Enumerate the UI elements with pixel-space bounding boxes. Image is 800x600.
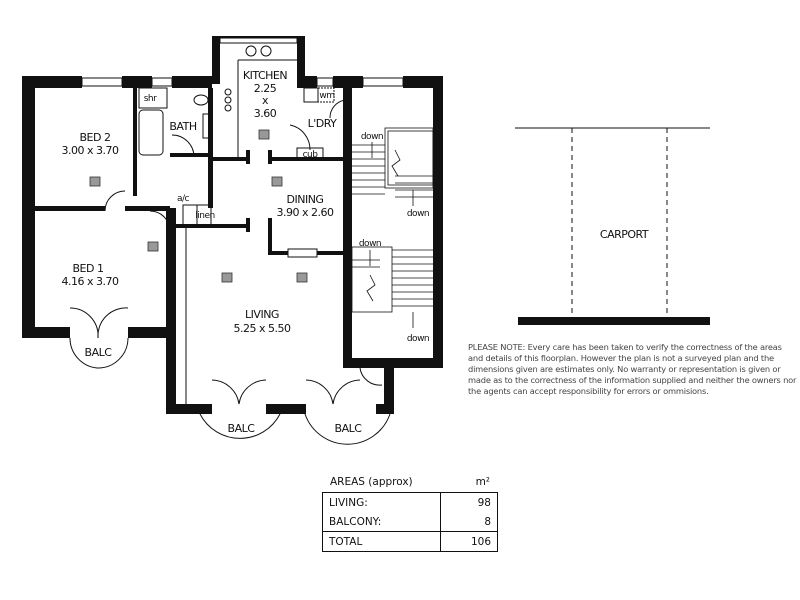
row-label: LIVING: bbox=[323, 493, 441, 512]
carport: CARPORT bbox=[515, 127, 710, 325]
areas-title: AREAS (approx) bbox=[330, 476, 413, 488]
kitchen-h: 3.60 bbox=[254, 107, 277, 120]
bed2-dims: 3.00 x 3.70 bbox=[62, 144, 119, 157]
areas-unit: m² bbox=[475, 476, 490, 488]
ac-label: a/c bbox=[177, 194, 190, 204]
row-label: BALCONY: bbox=[323, 512, 441, 531]
bath-label: BATH bbox=[169, 120, 196, 133]
balc-label-2: BALC bbox=[228, 422, 256, 435]
balc-label-1: BALC bbox=[85, 346, 113, 359]
linen-label: linen bbox=[195, 211, 214, 221]
bed2-label: BED 2 bbox=[80, 131, 111, 144]
dining-label: DINING bbox=[287, 193, 324, 206]
bed1-label: BED 1 bbox=[73, 262, 104, 275]
row-value: 8 bbox=[484, 515, 491, 528]
table-row: BALCONY: 8 bbox=[323, 512, 497, 531]
balc-label-3: BALC bbox=[335, 422, 363, 435]
dining-dims: 3.90 x 2.60 bbox=[277, 206, 334, 219]
areas-table: AREAS (approx) m² LIVING: 98 BALCONY: 8 … bbox=[322, 476, 498, 552]
table-row-total: TOTAL 106 bbox=[323, 531, 497, 551]
row-value: 98 bbox=[477, 496, 491, 509]
fixtures bbox=[69, 37, 434, 445]
carport-label: CARPORT bbox=[600, 228, 649, 241]
disclaimer-note: PLEASE NOTE: Every care has been taken t… bbox=[468, 342, 797, 396]
living-label: LIVING bbox=[245, 308, 279, 321]
kitchen-x: x bbox=[262, 94, 269, 107]
stair-down-2: down bbox=[407, 209, 429, 219]
total-value: 106 bbox=[470, 535, 491, 548]
stair-down-4: down bbox=[407, 334, 429, 344]
stair-down-1: down bbox=[361, 132, 383, 142]
wm-label: wm bbox=[319, 91, 334, 101]
stair-down-3: down bbox=[359, 239, 381, 249]
walls bbox=[22, 36, 443, 414]
table-row: LIVING: 98 bbox=[323, 493, 497, 512]
room-labels: BED 2 3.00 x 3.70 BED 1 4.16 x 3.70 KITC… bbox=[62, 69, 430, 435]
ldry-label: L'DRY bbox=[308, 117, 338, 130]
shr-label: shr bbox=[144, 94, 157, 104]
living-dims: 5.25 x 5.50 bbox=[234, 322, 291, 335]
vents bbox=[89, 129, 308, 283]
cub-label: cub bbox=[303, 150, 319, 160]
total-label: TOTAL bbox=[323, 532, 441, 551]
kitchen-w: 2.25 bbox=[254, 82, 277, 95]
kitchen-label: KITCHEN bbox=[243, 69, 287, 82]
bed1-dims: 4.16 x 3.70 bbox=[62, 275, 119, 288]
